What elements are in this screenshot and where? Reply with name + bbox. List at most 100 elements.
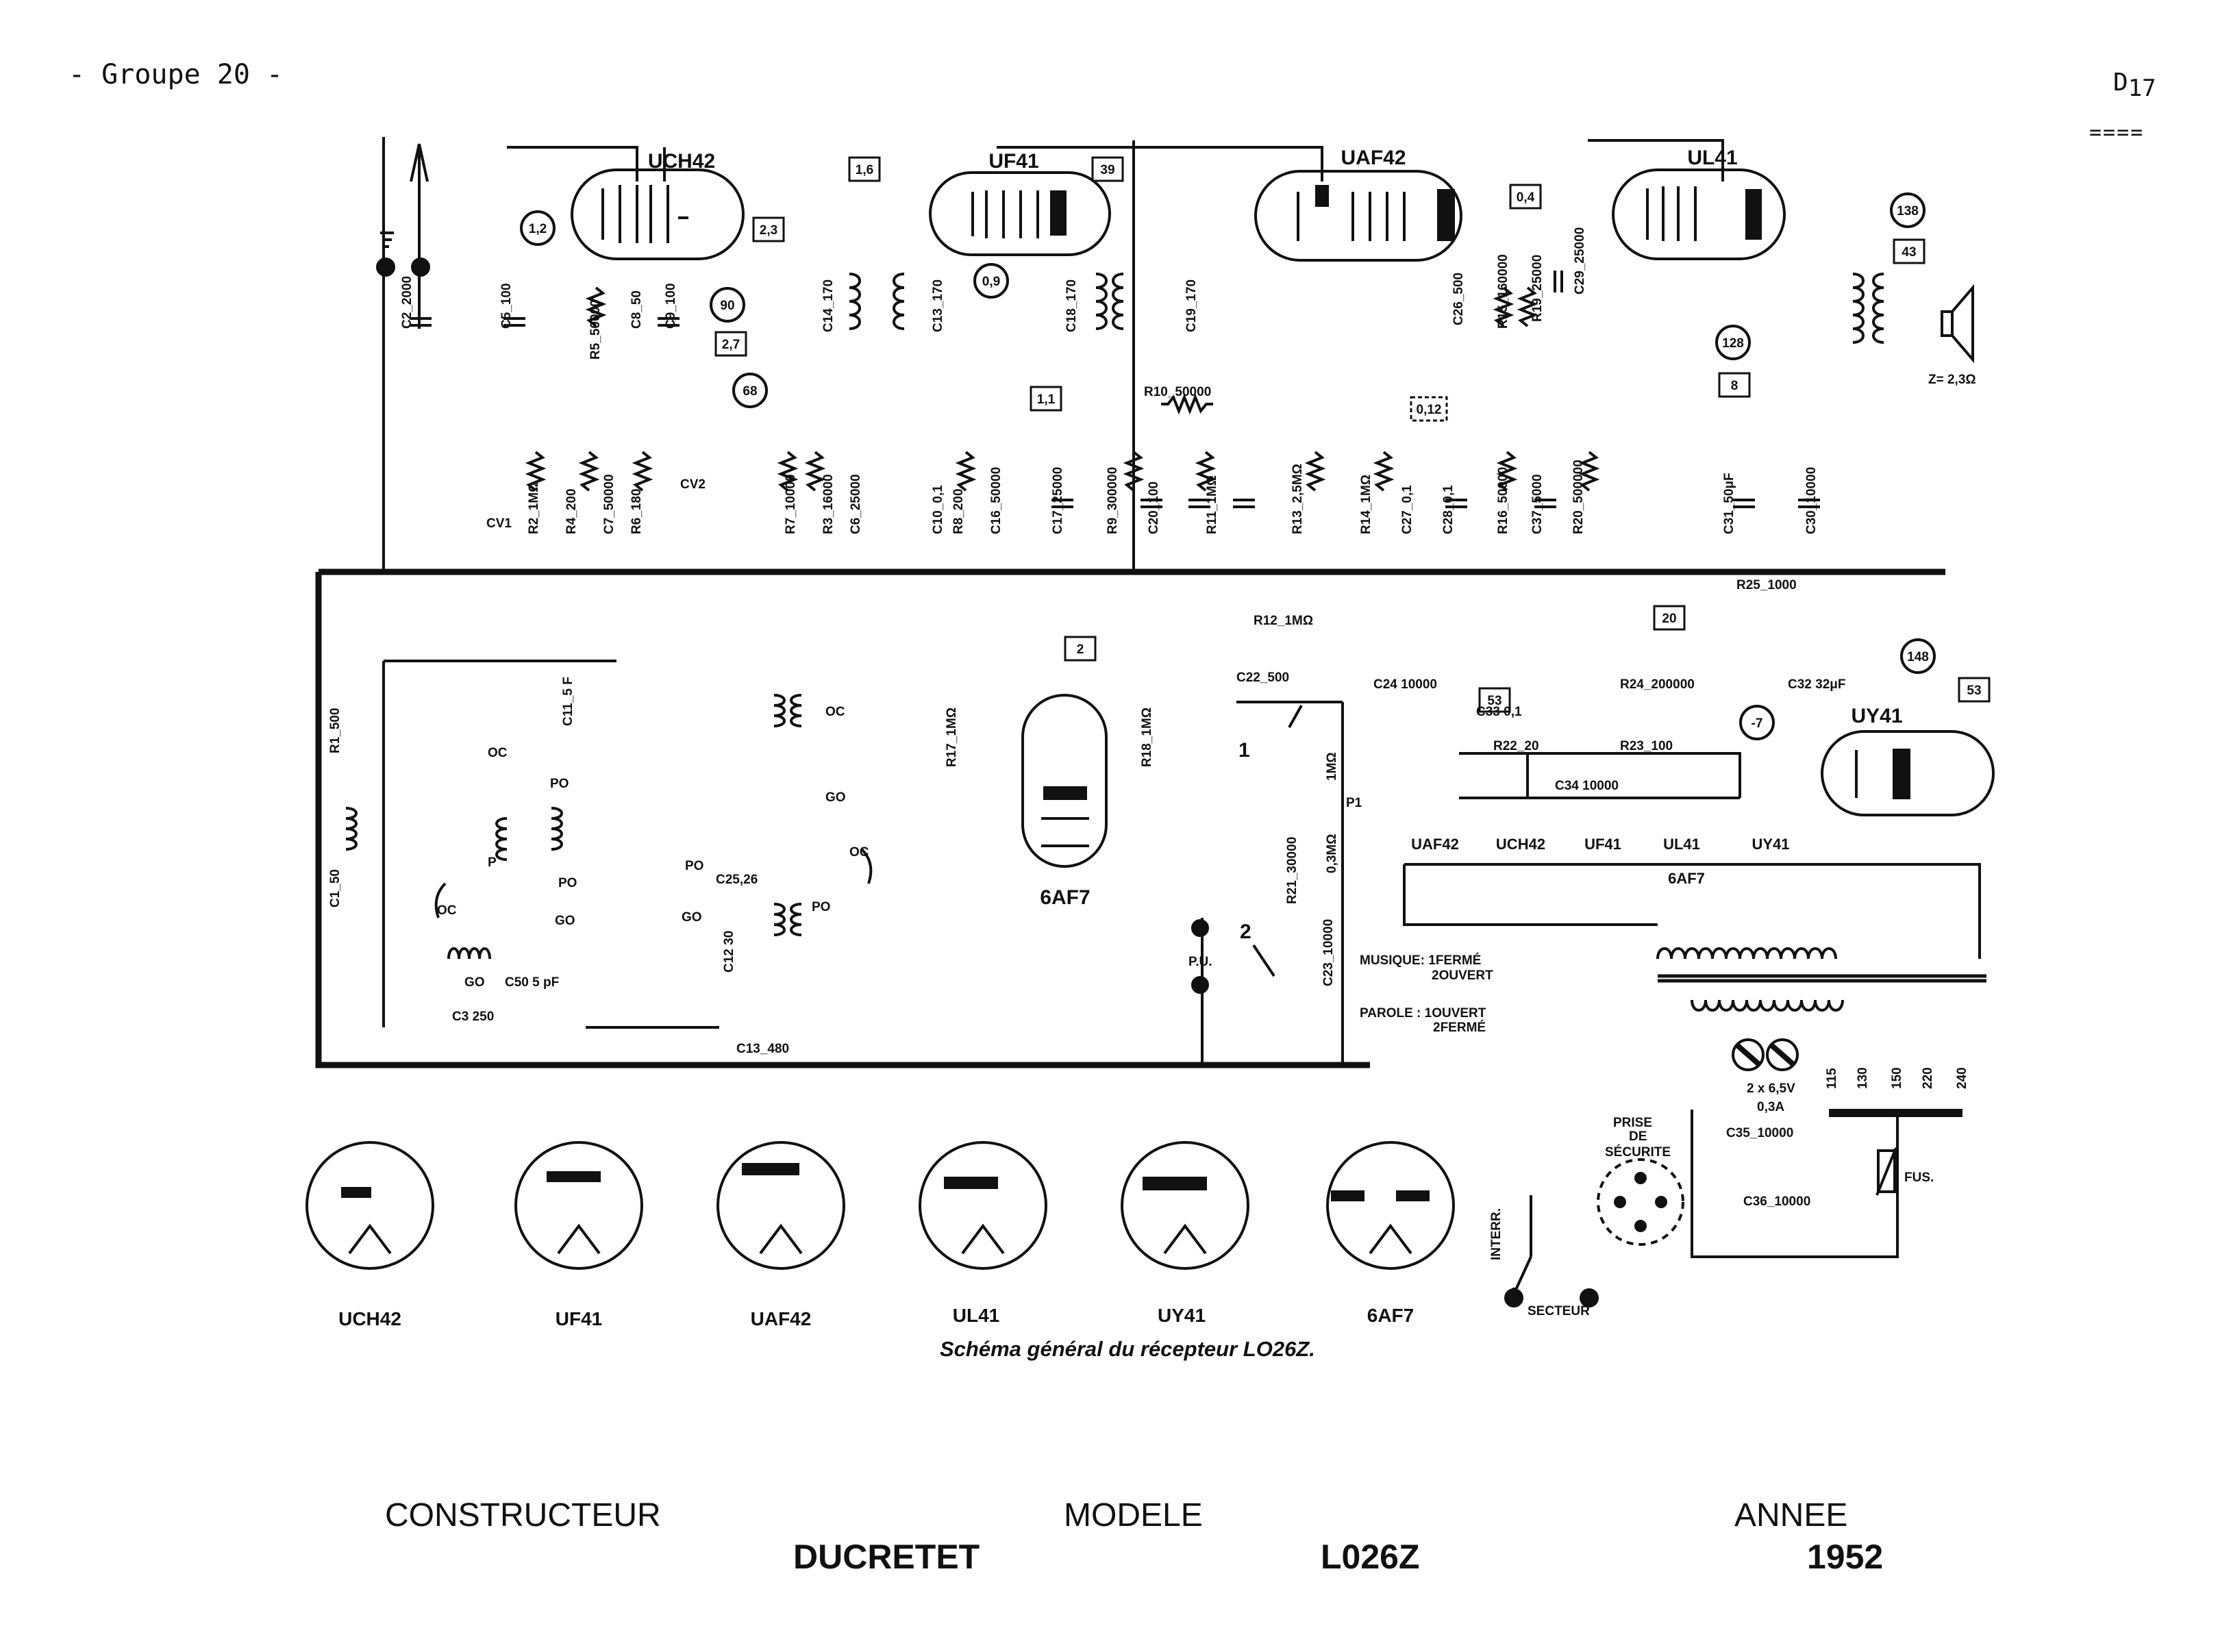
component-label: C24 10000 — [1373, 677, 1437, 692]
mains-label: SECTEUR — [1528, 1304, 1590, 1318]
safety-socket — [1597, 1158, 1684, 1246]
measurement-circles — [520, 192, 1936, 740]
heater-and-power — [1403, 863, 1986, 1258]
component-label: C9_100 — [664, 283, 678, 329]
rf-coil-section — [345, 660, 873, 1029]
component-label: C26_500 — [1451, 273, 1466, 325]
measurement-box-label: 2,3 — [760, 223, 777, 238]
component-label: R4_200 — [564, 488, 579, 534]
component-label: C17_25000 — [1051, 467, 1065, 534]
component-label: C14_170 — [821, 279, 836, 332]
measurement-circle-label: 0,9 — [982, 275, 1000, 289]
mode-note-parole-2: 2FERMÉ — [1433, 1020, 1486, 1035]
component-label: C12 30 — [722, 931, 736, 973]
footer-constructeur-value: DUCRETET — [793, 1538, 980, 1576]
fuse-symbol — [1875, 1147, 1897, 1196]
component-label: R17_1MΩ — [945, 708, 959, 767]
component-label: CV2 — [680, 477, 706, 492]
component-label: R19_25000 — [1530, 255, 1545, 322]
pickup-jack — [1191, 919, 1209, 994]
component-label: C8_50 — [630, 290, 644, 329]
component-label: C25,26 — [716, 873, 758, 887]
group-heading: - Groupe 20 - — [68, 59, 284, 90]
measurement-circle-label: 68 — [743, 384, 757, 399]
component-label: R2_1MΩ — [527, 482, 541, 534]
component-label: C50 5 pF — [505, 975, 559, 990]
component-label: C18_170 — [1064, 279, 1079, 332]
component-label: C29_25000 — [1573, 227, 1587, 295]
component-label: C32 32μF — [1788, 677, 1846, 692]
pinout-label-uaf42: UAF42 — [751, 1308, 812, 1329]
component-label: C20_100 — [1147, 481, 1161, 534]
tube-6af7 — [1021, 694, 1108, 868]
ground-symbol — [380, 231, 394, 248]
pinout-label-uf41: UF41 — [556, 1308, 602, 1329]
coil-label: GO — [555, 914, 575, 928]
component-label: C13_170 — [931, 279, 945, 332]
component-label: C27_0,1 — [1400, 485, 1414, 534]
component-label: R20_500000 — [1571, 460, 1586, 534]
fuse-label: FUS. — [1904, 1171, 1934, 1185]
tube-uch42 — [571, 168, 745, 260]
safety-socket-label: PRISE — [1613, 1116, 1652, 1130]
component-label: R5_50000 — [588, 299, 603, 360]
antenna-terminal — [411, 258, 430, 277]
speaker-icon — [1941, 284, 1974, 364]
component-label: C19_170 — [1184, 279, 1199, 332]
measurement-circle-label: 138 — [1897, 204, 1919, 218]
component-label: C5_100 — [499, 283, 514, 329]
component-label: P1 — [1346, 796, 1362, 810]
measurement-box-label: 53 — [1487, 694, 1501, 708]
switch-1-label: 1 — [1238, 739, 1250, 762]
component-label: R3_16000 — [821, 474, 836, 534]
mains-tap-label: 130 — [1856, 1067, 1870, 1089]
pinout-label-uch42: UCH42 — [338, 1308, 401, 1329]
pickup-label: P.U. — [1188, 955, 1212, 969]
component-label: R10_50000 — [1144, 385, 1211, 399]
mains-switch — [1504, 1195, 1599, 1307]
coil-label: OC — [488, 746, 508, 760]
mode-note-musique: MUSIQUE: 1FERMÉ — [1360, 953, 1481, 968]
component-label: R8_200 — [951, 488, 966, 534]
component-label: R13_2,5MΩ — [1291, 464, 1305, 534]
measurement-box-label: 2 — [1077, 642, 1084, 657]
page-reference-letter: D — [2113, 68, 2128, 97]
switch-label: INTERR. — [1489, 1208, 1504, 1260]
component-label: R11_1MΩ — [1205, 475, 1219, 534]
tube-ul41 — [1612, 168, 1786, 260]
footer-modele-label: MODELE — [1064, 1497, 1203, 1534]
tube-label-ul41: UL41 — [1687, 147, 1737, 169]
ground-terminal — [376, 258, 395, 277]
coil-label: GO — [682, 910, 702, 925]
heater-label: UCH42 — [1496, 836, 1545, 853]
mains-tap-label: 240 — [1955, 1067, 1969, 1089]
page-reference: D17 — [2113, 68, 2156, 102]
component-label: C31_50μF — [1722, 473, 1736, 534]
mains-tap-label: 150 — [1890, 1067, 1904, 1089]
tube-label-uaf42: UAF42 — [1341, 147, 1406, 169]
measurement-circle-label: 128 — [1722, 336, 1744, 351]
component-label: C30_10000 — [1804, 467, 1819, 534]
mode-note-musique-2: 2OUVERT — [1432, 968, 1493, 983]
component-label: C6_25000 — [849, 474, 863, 534]
chassis-bus-bottom — [315, 572, 1370, 1068]
tube-uf41 — [929, 171, 1111, 256]
tube-uaf42 — [1254, 170, 1462, 262]
component-label: R7_10000 — [784, 474, 798, 534]
footer-annee-value: 1952 — [1807, 1538, 1884, 1576]
component-label: C1_50 — [328, 869, 342, 908]
component-label: R24_200000 — [1620, 677, 1695, 692]
component-label: R6_180 — [630, 488, 644, 534]
component-label: R15_160000 — [1496, 254, 1510, 329]
component-label: CV1 — [486, 516, 512, 531]
tube-label-uf41: UF41 — [988, 150, 1038, 173]
footer-annee-label: ANNEE — [1734, 1497, 1848, 1534]
pinout-label-6af7: 6AF7 — [1367, 1305, 1414, 1326]
measurement-box-label: 2,7 — [722, 338, 740, 352]
page-reference-number: 17 — [2128, 75, 2156, 103]
component-label: R9_300000 — [1106, 467, 1120, 534]
diagram-caption: Schéma général du récepteur LO26Z. — [940, 1337, 1315, 1361]
heater-label: UF41 — [1584, 836, 1621, 853]
component-label: C13_480 — [736, 1042, 789, 1056]
